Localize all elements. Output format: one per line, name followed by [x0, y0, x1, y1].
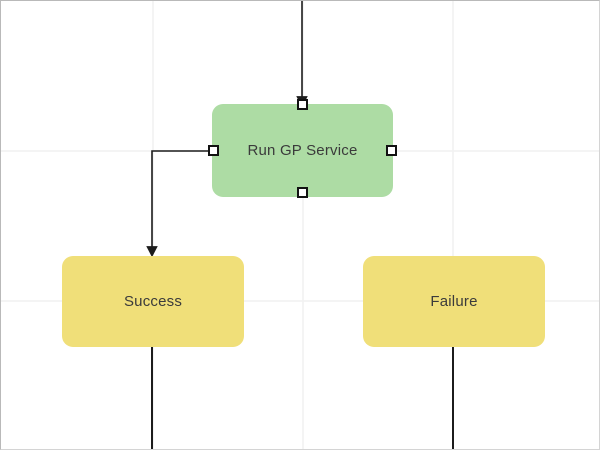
node-success-label: Success: [123, 293, 183, 310]
node-run-gp-service[interactable]: Run GP Service: [212, 104, 393, 197]
node-failure[interactable]: Failure: [363, 256, 545, 347]
edge-run-gp-service-to-success[interactable]: [146, 150, 208, 258]
node-failure-label: Failure: [430, 293, 478, 310]
node-run-gp-service-label: Run GP Service: [247, 142, 358, 159]
handle-run-gp-service-left[interactable]: [208, 145, 219, 156]
node-success[interactable]: Success: [62, 256, 244, 347]
handle-run-gp-service-top[interactable]: [297, 99, 308, 110]
handle-run-gp-service-right[interactable]: [386, 145, 397, 156]
handle-run-gp-service-bottom[interactable]: [297, 187, 308, 198]
